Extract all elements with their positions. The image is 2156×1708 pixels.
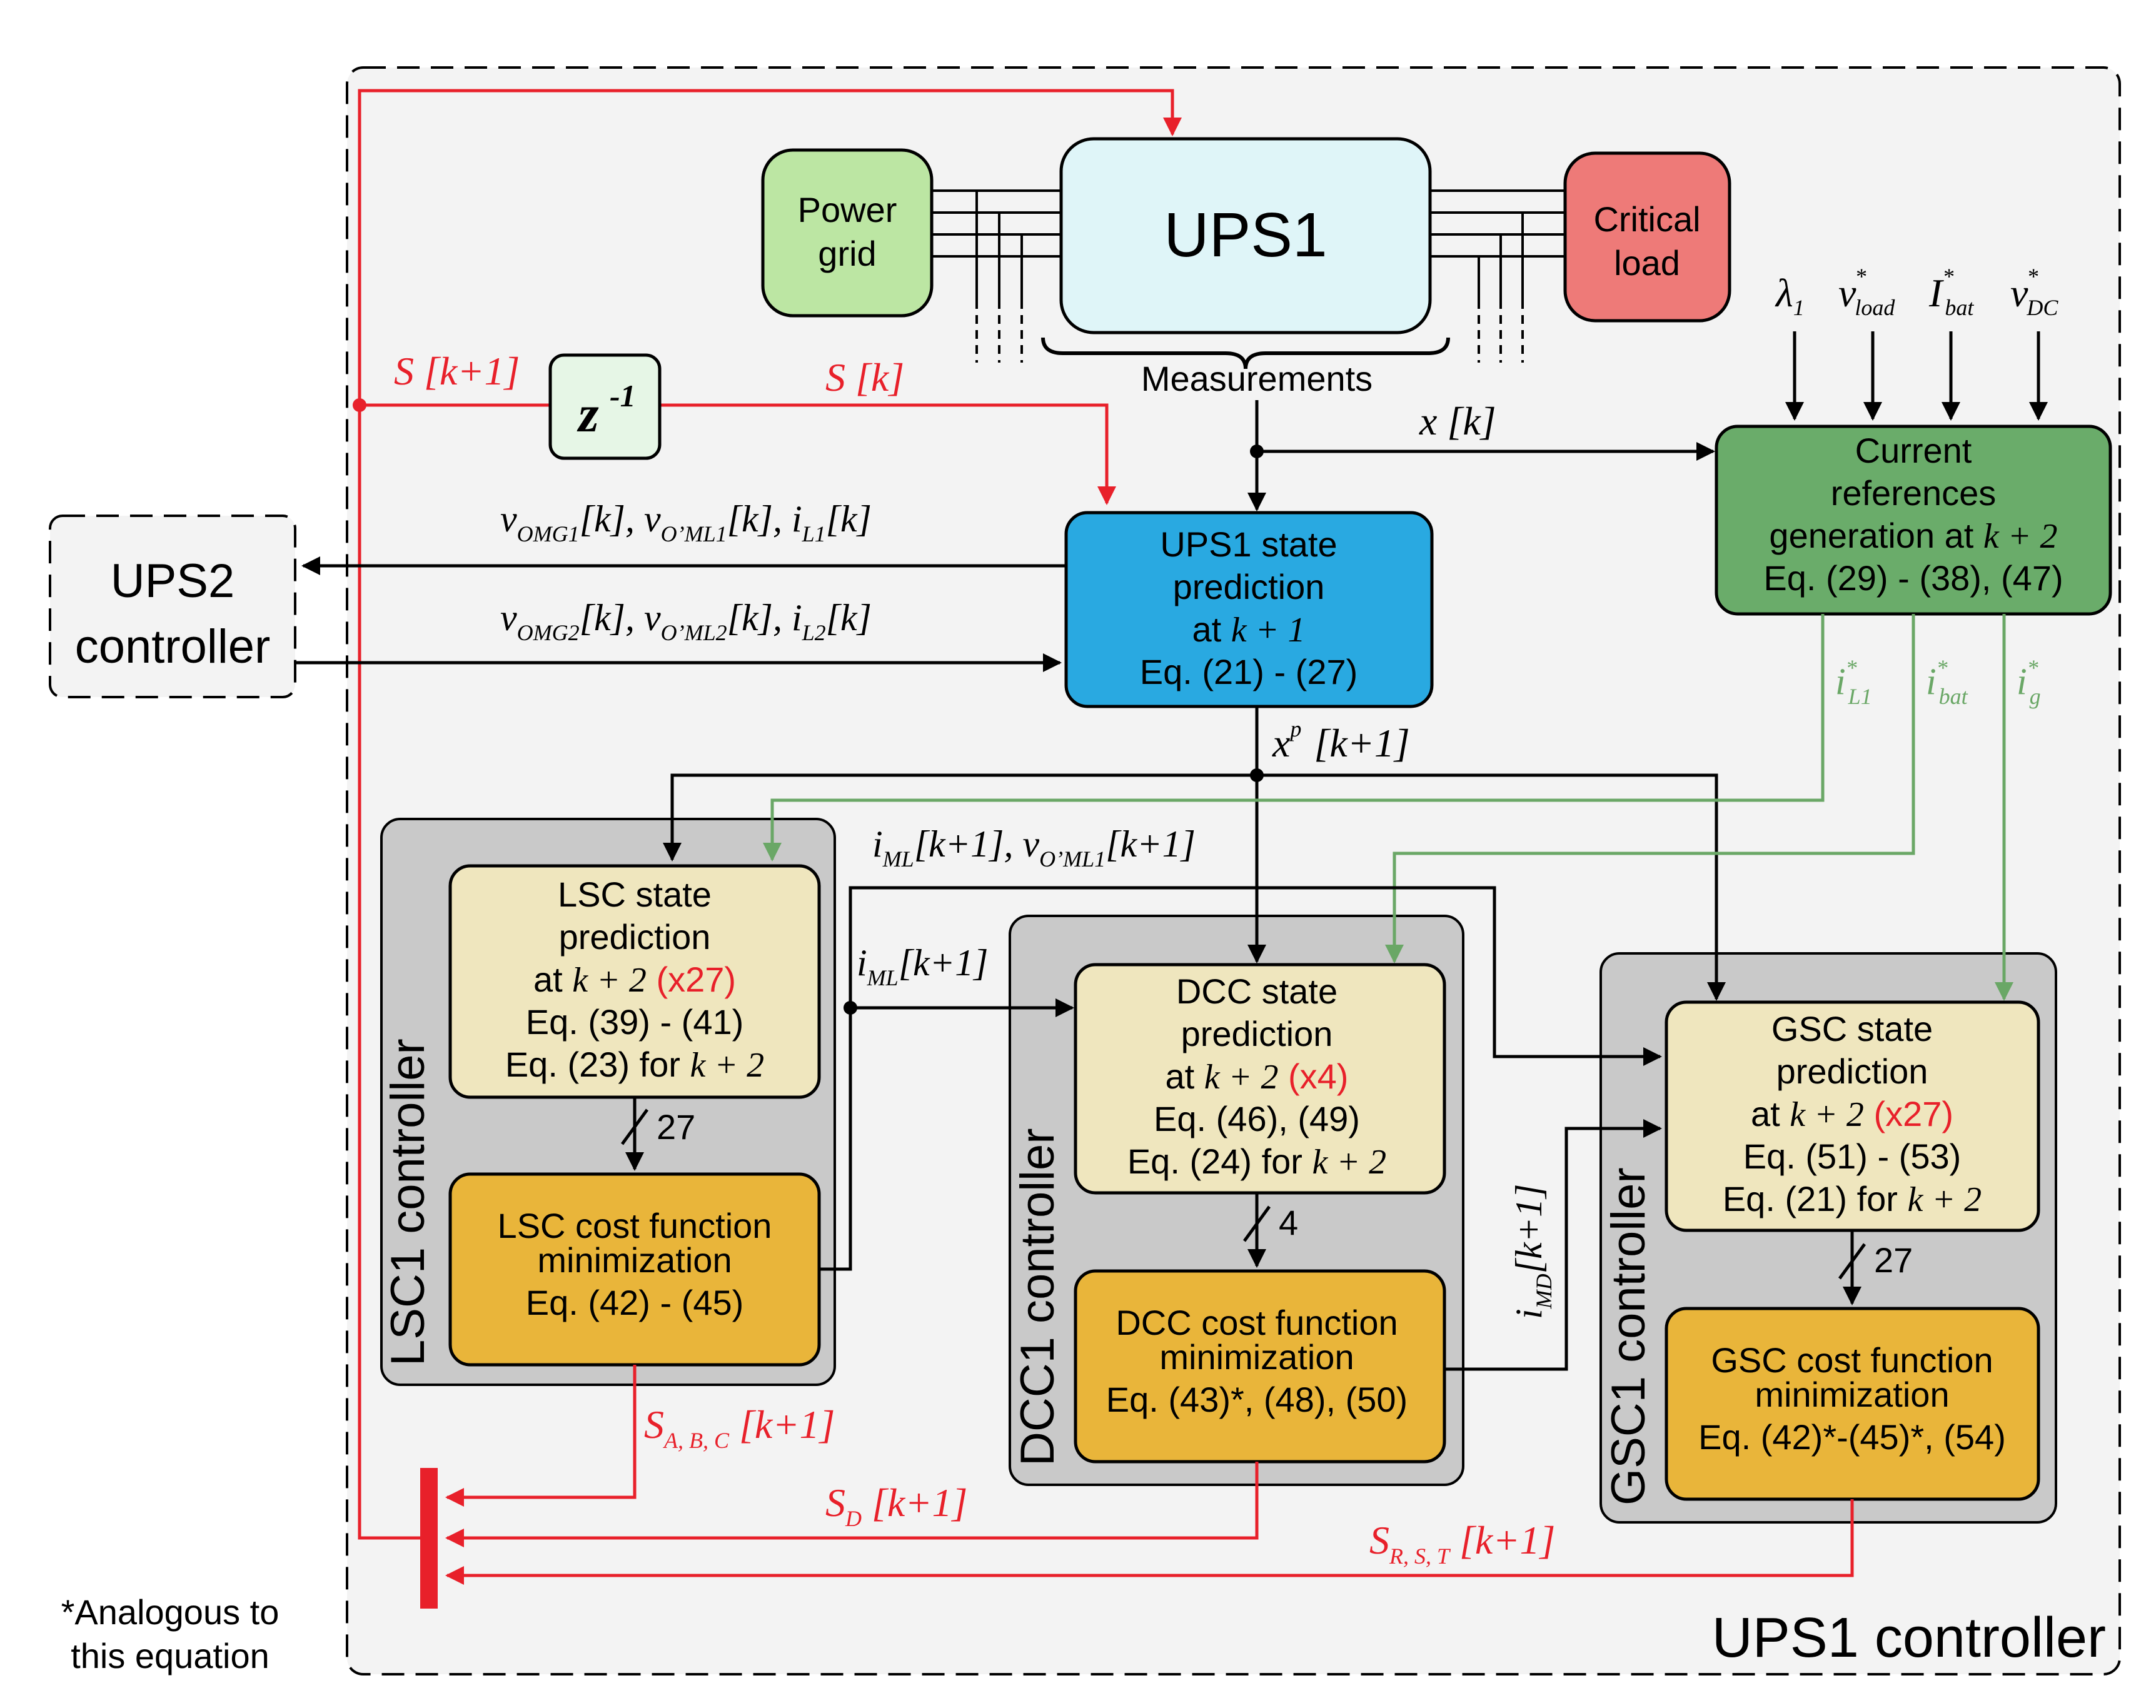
curref-line3: generation at k + 2 bbox=[1769, 516, 2057, 556]
ups1-pred-line1: UPS1 state bbox=[1160, 525, 1337, 564]
x-k-label: x [k] bbox=[1419, 399, 1496, 443]
ups1-pred-line2: prediction bbox=[1173, 567, 1325, 606]
switch-feedback-top bbox=[358, 89, 1182, 405]
lsc-cost-line1: LSC cost function bbox=[498, 1206, 772, 1245]
lsc-cost-line3: Eq. (42) - (45) bbox=[526, 1283, 744, 1322]
v-dc-ref-label: v*DC bbox=[2010, 264, 2058, 320]
lambda-label: λ1 bbox=[1775, 271, 1805, 320]
curref-line1: Current bbox=[1855, 431, 1972, 470]
il1-ref-label: i*L1 bbox=[1835, 655, 1872, 709]
ups1-controller-label: UPS1 controller bbox=[1712, 1607, 2106, 1669]
delay-superscript: -1 bbox=[610, 378, 636, 413]
iml-vo-label: iML[k+1], vO’ML1[k+1] bbox=[872, 823, 1196, 872]
dcc-pred-line3: at k + 2 (x4) bbox=[1166, 1057, 1349, 1097]
power-grid-label: Power bbox=[798, 190, 897, 229]
dcc-cost-line2: minimization bbox=[1159, 1337, 1354, 1377]
dcc1-controller-label: DCC1 controller bbox=[1011, 1128, 1064, 1466]
lsc-cost-line2: minimization bbox=[537, 1240, 732, 1280]
gsc-cost-line2: minimization bbox=[1755, 1375, 1949, 1414]
gsc-pred-line2: prediction bbox=[1776, 1052, 1928, 1091]
ups2-label: UPS2 bbox=[111, 555, 235, 608]
i-bat-ref-label: I*bat bbox=[1928, 264, 1974, 320]
ups1-pred-line3: at k + 1 bbox=[1192, 610, 1306, 650]
power-grid-label-line2: grid bbox=[818, 234, 876, 273]
delay-to-prediction bbox=[660, 403, 1116, 505]
v-load-ref-label: v*load bbox=[1838, 264, 1895, 320]
gsc1-controller-label: GSC1 controller bbox=[1602, 1167, 1655, 1505]
s-d-wire bbox=[445, 1462, 1259, 1547]
curref-line2: references bbox=[1831, 473, 1997, 513]
s-rst-wire bbox=[445, 1499, 1854, 1585]
iml-label: iML[k+1] bbox=[857, 942, 989, 990]
ups2-controller-box bbox=[49, 515, 296, 698]
lsc-pred-line3: at k + 2 (x27) bbox=[533, 960, 736, 1000]
delay-label: z bbox=[577, 385, 599, 443]
ups1-block bbox=[1059, 137, 1432, 334]
measurements-brace bbox=[1041, 337, 1450, 369]
ups1-pred-line4: Eq. (21) - (27) bbox=[1140, 652, 1358, 691]
gsc-pred-line5: Eq. (21) for k + 2 bbox=[1723, 1179, 1982, 1219]
s-k1-label: S [k+1] bbox=[394, 349, 520, 393]
s-abc-wire bbox=[445, 1365, 637, 1507]
lsc1-controller-label: LSC1 controller bbox=[381, 1038, 435, 1366]
dcc-cost-block bbox=[1074, 1269, 1446, 1464]
lsc-pred-line2: prediction bbox=[559, 917, 711, 957]
ig-ref-label: i*g bbox=[2017, 655, 2041, 709]
reference-inputs bbox=[1785, 331, 2048, 421]
lsc-pred-line5: Eq. (23) for k + 2 bbox=[505, 1045, 764, 1085]
dcc-pred-line1: DCC state bbox=[1176, 972, 1337, 1011]
il1-ref-wire bbox=[763, 614, 1825, 862]
ups2-label-line2: controller bbox=[75, 620, 271, 673]
ups1-label: UPS1 bbox=[1164, 200, 1327, 270]
lsc-count-slash bbox=[620, 1108, 649, 1145]
critical-load-label-line2: load bbox=[1614, 243, 1680, 283]
gsc-pred-line4: Eq. (51) - (53) bbox=[1743, 1137, 1962, 1176]
power-grid-block bbox=[761, 148, 934, 318]
dcc-pred-line4: Eq. (46), (49) bbox=[1154, 1099, 1360, 1138]
curref-line4: Eq. (29) - (38), (47) bbox=[1763, 558, 2063, 598]
gsc-pred-line1: GSC state bbox=[1771, 1009, 1933, 1048]
gsc-pred-line3: at k + 2 (x27) bbox=[1751, 1094, 1953, 1134]
switch-mux-bar bbox=[420, 1468, 438, 1609]
dcc-cost-line1: DCC cost function bbox=[1116, 1303, 1398, 1342]
s-rst-label: SR, S, T [k+1] bbox=[1369, 1518, 1555, 1569]
gsc-count-label: 27 bbox=[1874, 1240, 1913, 1280]
critical-load-label: Critical bbox=[1593, 199, 1700, 239]
footnote: *Analogous to bbox=[61, 1592, 280, 1632]
footnote-line2: this equation bbox=[71, 1636, 270, 1675]
power-lines bbox=[930, 189, 1566, 363]
dcc-state-prediction-block bbox=[1074, 963, 1446, 1195]
s-abc-label: SA, B, C [k+1] bbox=[644, 1402, 835, 1453]
critical-load-block bbox=[1563, 151, 1731, 323]
measurements-label: Measurements bbox=[1141, 359, 1373, 398]
xp-to-lsc bbox=[663, 773, 1257, 862]
lsc-count-label: 27 bbox=[657, 1107, 695, 1147]
dcc-pred-line5: Eq. (24) for k + 2 bbox=[1127, 1142, 1386, 1182]
dcc-cost-line3: Eq. (43)*, (48), (50) bbox=[1106, 1380, 1408, 1419]
dcc-pred-line2: prediction bbox=[1181, 1014, 1333, 1053]
xp-to-gsc bbox=[1257, 773, 1726, 1001]
xp-label: xp[k+1] bbox=[1272, 716, 1410, 765]
dcc-count-slash bbox=[1242, 1205, 1271, 1242]
gsc-cost-line3: Eq. (42)*-(45)*, (54) bbox=[1698, 1417, 2006, 1457]
lsc-pred-line1: LSC state bbox=[558, 875, 712, 914]
ibat-ref-label: i*bat bbox=[1926, 655, 1968, 709]
dcc-count-label: 4 bbox=[1279, 1203, 1298, 1242]
imd-label: iMD[k+1] bbox=[1508, 1184, 1556, 1320]
gsc-cost-line1: GSC cost function bbox=[1711, 1340, 1993, 1380]
signals-in-label: vOMG2[k], vO’ML2[k], iL2[k] bbox=[500, 597, 872, 645]
ups1-state-prediction-block bbox=[1064, 511, 1434, 708]
delay-block bbox=[548, 353, 662, 460]
switch-feedback-left bbox=[358, 405, 420, 1540]
signals-out-label: vOMG1[k], vO’ML1[k], iL1[k] bbox=[500, 498, 872, 546]
iml-wire bbox=[819, 886, 1662, 1271]
lsc-pred-line4: Eq. (39) - (41) bbox=[526, 1002, 744, 1042]
s-d-label: SD [k+1] bbox=[825, 1480, 967, 1531]
gsc-count-slash bbox=[1838, 1243, 1866, 1280]
s-k-label: S [k] bbox=[825, 355, 904, 399]
imd-wire bbox=[1444, 1119, 1662, 1371]
ibat-ref-wire bbox=[1385, 614, 1915, 963]
